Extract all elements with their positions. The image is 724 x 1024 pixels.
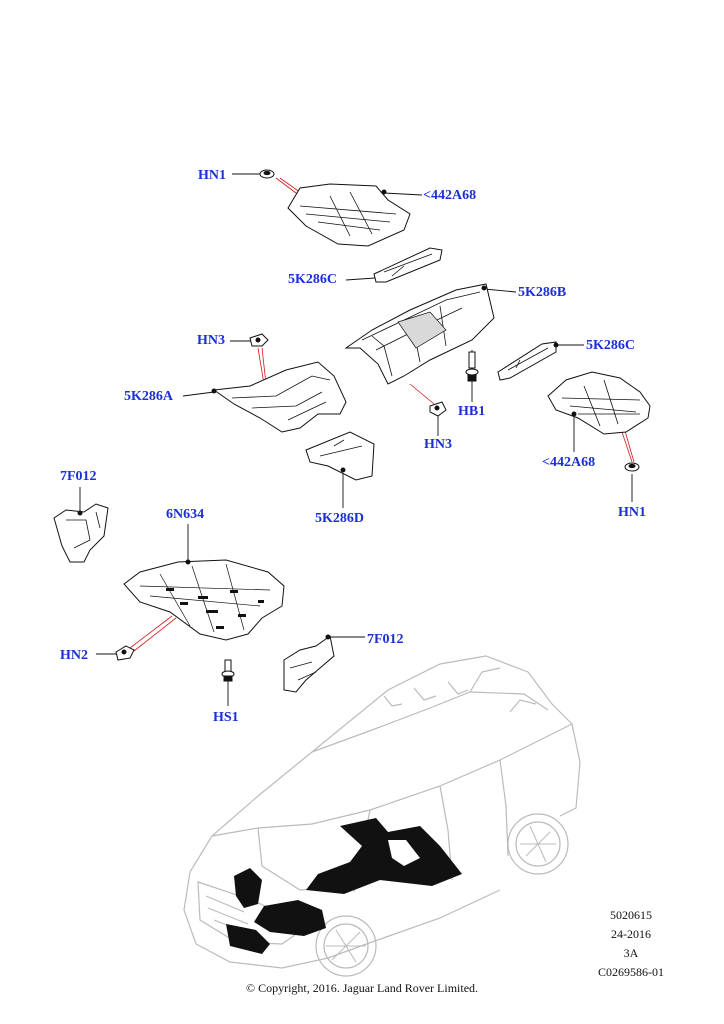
label-5k286a[interactable]: 5K286A <box>124 389 173 404</box>
label-hn1-right[interactable]: HN1 <box>618 505 646 520</box>
copyright-notice: © Copyright, 2016. Jaguar Land Rover Lim… <box>245 981 479 995</box>
label-7f012-left[interactable]: 7F012 <box>60 469 97 484</box>
diagram-code: 5020615 <box>610 908 652 922</box>
vehicle-highlighted-parts <box>226 818 462 954</box>
part-5k286d[interactable] <box>305 431 375 481</box>
reference-block: 5020615 24-2016 3A C0269586-01 <box>598 906 664 982</box>
hb1-bolt[interactable] <box>465 351 479 382</box>
hn1-right-washer[interactable] <box>624 462 640 472</box>
label-hn2[interactable]: HN2 <box>60 648 88 663</box>
label-5k286c-right[interactable]: 5K286C <box>586 338 635 353</box>
label-5k286c-mid[interactable]: 5K286C <box>288 272 337 287</box>
part-6n634[interactable] <box>123 559 285 641</box>
part-5k286b[interactable] <box>344 283 495 385</box>
label-6n634[interactable]: 6N634 <box>166 507 205 522</box>
label-7f012-mid[interactable]: 7F012 <box>367 632 404 647</box>
vehicle-illustration <box>183 655 581 977</box>
hn2-clip[interactable] <box>115 645 135 661</box>
label-hn1-top[interactable]: HN1 <box>198 168 226 183</box>
part-5k286c-mid[interactable] <box>373 247 443 283</box>
label-442a68-right[interactable]: <442A68 <box>542 455 596 470</box>
leader-lines <box>79 173 633 706</box>
label-hs1[interactable]: HS1 <box>213 710 239 725</box>
part-5k286c-right[interactable] <box>497 341 559 381</box>
part-7f012-mid[interactable] <box>283 634 335 693</box>
part-7f012-left[interactable] <box>53 503 109 563</box>
part-442a68-right[interactable] <box>547 371 651 435</box>
label-5k286b[interactable]: 5K286B <box>518 285 567 300</box>
label-5k286d[interactable]: 5K286D <box>315 511 364 526</box>
hn1-top-washer[interactable] <box>259 169 275 179</box>
label-hn3-left[interactable]: HN3 <box>197 333 225 348</box>
hn3-mid-clip[interactable] <box>429 401 447 417</box>
hs1-screw[interactable] <box>221 659 235 682</box>
label-442a68-top[interactable]: <442A68 <box>423 188 477 203</box>
label-hn3-mid[interactable]: HN3 <box>424 437 452 452</box>
hn3-left-clip[interactable] <box>249 333 269 347</box>
label-hb1[interactable]: HB1 <box>458 404 486 419</box>
part-442a68-top[interactable] <box>287 183 411 247</box>
diagram-date: 24-2016 <box>611 927 651 941</box>
diagram-reference: C0269586-01 <box>598 965 664 979</box>
part-5k286a[interactable] <box>211 361 347 433</box>
diagram-revision: 3A <box>623 946 639 960</box>
